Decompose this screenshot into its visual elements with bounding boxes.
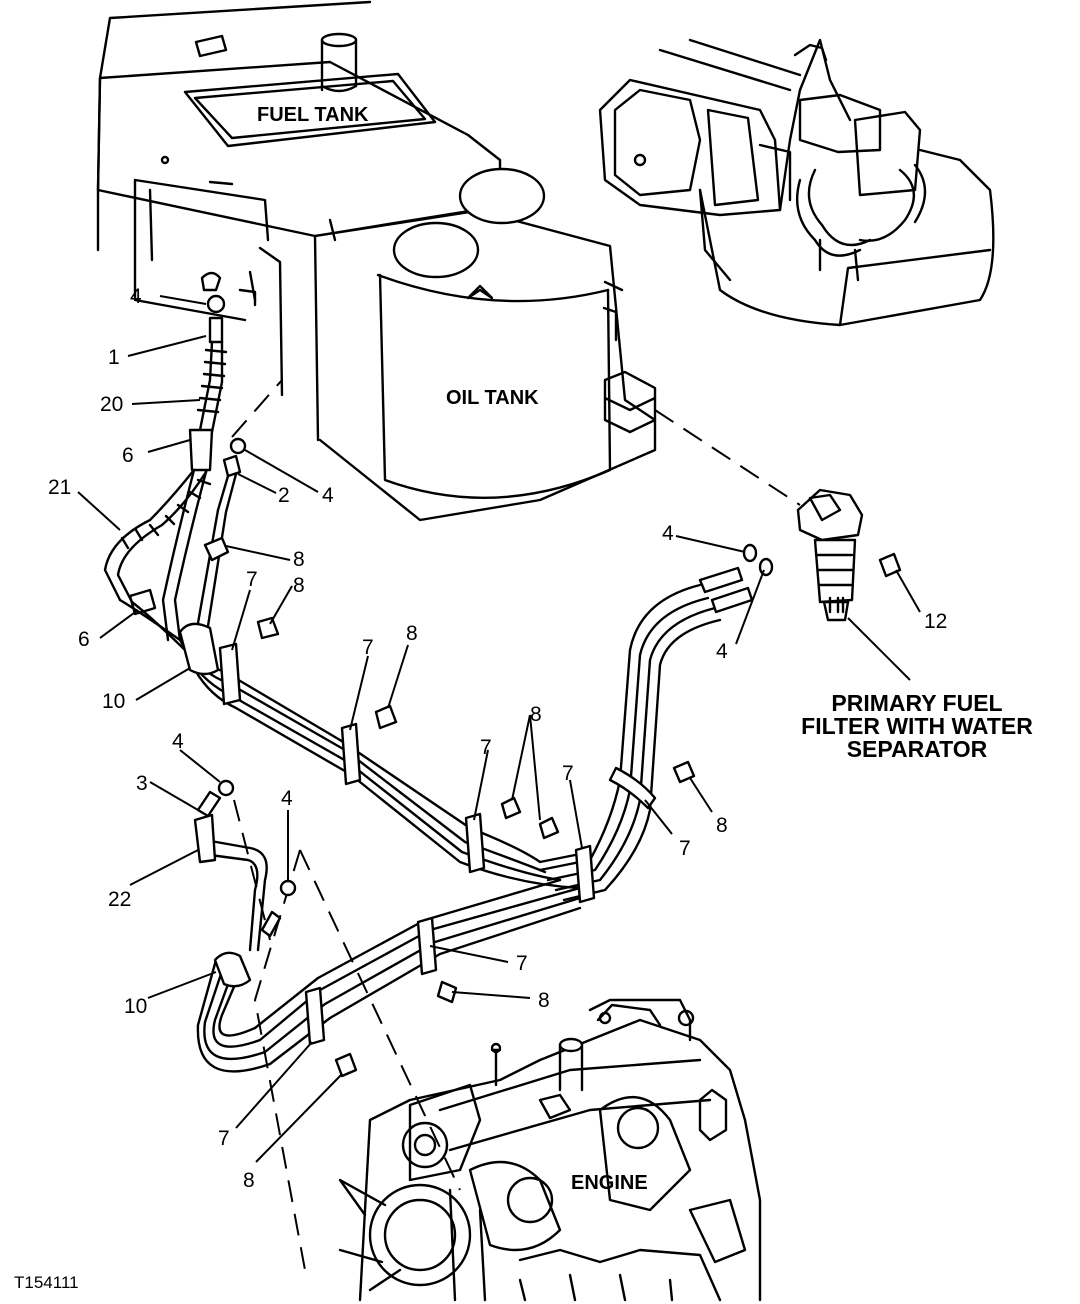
engine-label: ENGINE xyxy=(571,1172,648,1194)
assembly-guide-lines xyxy=(231,379,801,1271)
callout-10: 10 xyxy=(124,995,147,1018)
callout-8: 8 xyxy=(293,574,305,597)
callout-8: 8 xyxy=(716,814,728,837)
figure-reference: T154111 xyxy=(14,1273,79,1292)
oil-tank-label: OIL TANK xyxy=(446,387,539,409)
callout-22: 22 xyxy=(108,888,131,911)
callout-4: 4 xyxy=(130,285,142,308)
callout-8: 8 xyxy=(538,989,550,1012)
callout-4: 4 xyxy=(281,787,293,810)
callout-7: 7 xyxy=(218,1127,230,1150)
callout-20: 20 xyxy=(100,393,123,416)
callout-8: 8 xyxy=(243,1169,255,1192)
clamps-and-bolts xyxy=(203,536,902,1078)
callout-4: 4 xyxy=(716,640,728,663)
callout-21: 21 xyxy=(48,476,71,499)
callout-7: 7 xyxy=(480,736,492,759)
filter-label-line2: FILTER WITH WATER xyxy=(801,713,1033,739)
component-labels: FUEL TANK OIL TANK ENGINE PRIMARY FUEL F… xyxy=(14,104,1033,1292)
callout-4: 4 xyxy=(322,484,334,507)
oil-tank xyxy=(313,167,657,522)
fuel-hose-bundle xyxy=(103,294,754,1073)
excavator-illustration xyxy=(598,38,995,327)
leader-lines xyxy=(77,295,921,1163)
filter-label-line3: SEPARATOR xyxy=(847,736,988,762)
callout-8: 8 xyxy=(293,548,305,571)
callout-1: 1 xyxy=(108,346,120,369)
callout-6: 6 xyxy=(122,444,134,467)
callout-7: 7 xyxy=(362,636,374,659)
callout-8: 8 xyxy=(406,622,418,645)
callout-10: 10 xyxy=(102,690,125,713)
callout-7: 7 xyxy=(246,568,258,591)
callout-numbers: 4 1 20 6 2 4 21 8 7 8 6 10 7 8 4 3 4 22 … xyxy=(48,285,947,1192)
callout-6: 6 xyxy=(78,628,90,651)
callout-7: 7 xyxy=(516,952,528,975)
callout-2: 2 xyxy=(278,484,290,507)
callout-4: 4 xyxy=(662,522,674,545)
callout-7: 7 xyxy=(679,837,691,860)
primary-fuel-filter xyxy=(796,488,864,622)
fuel-tank xyxy=(96,0,502,397)
callout-7: 7 xyxy=(562,762,574,785)
engine xyxy=(338,998,762,1302)
callout-8: 8 xyxy=(530,703,542,726)
filter-label-line1: PRIMARY FUEL xyxy=(831,690,1002,716)
callout-3: 3 xyxy=(136,772,148,795)
callout-4: 4 xyxy=(172,730,184,753)
fuel-tank-label: FUEL TANK xyxy=(257,104,369,126)
callout-12: 12 xyxy=(924,610,947,633)
